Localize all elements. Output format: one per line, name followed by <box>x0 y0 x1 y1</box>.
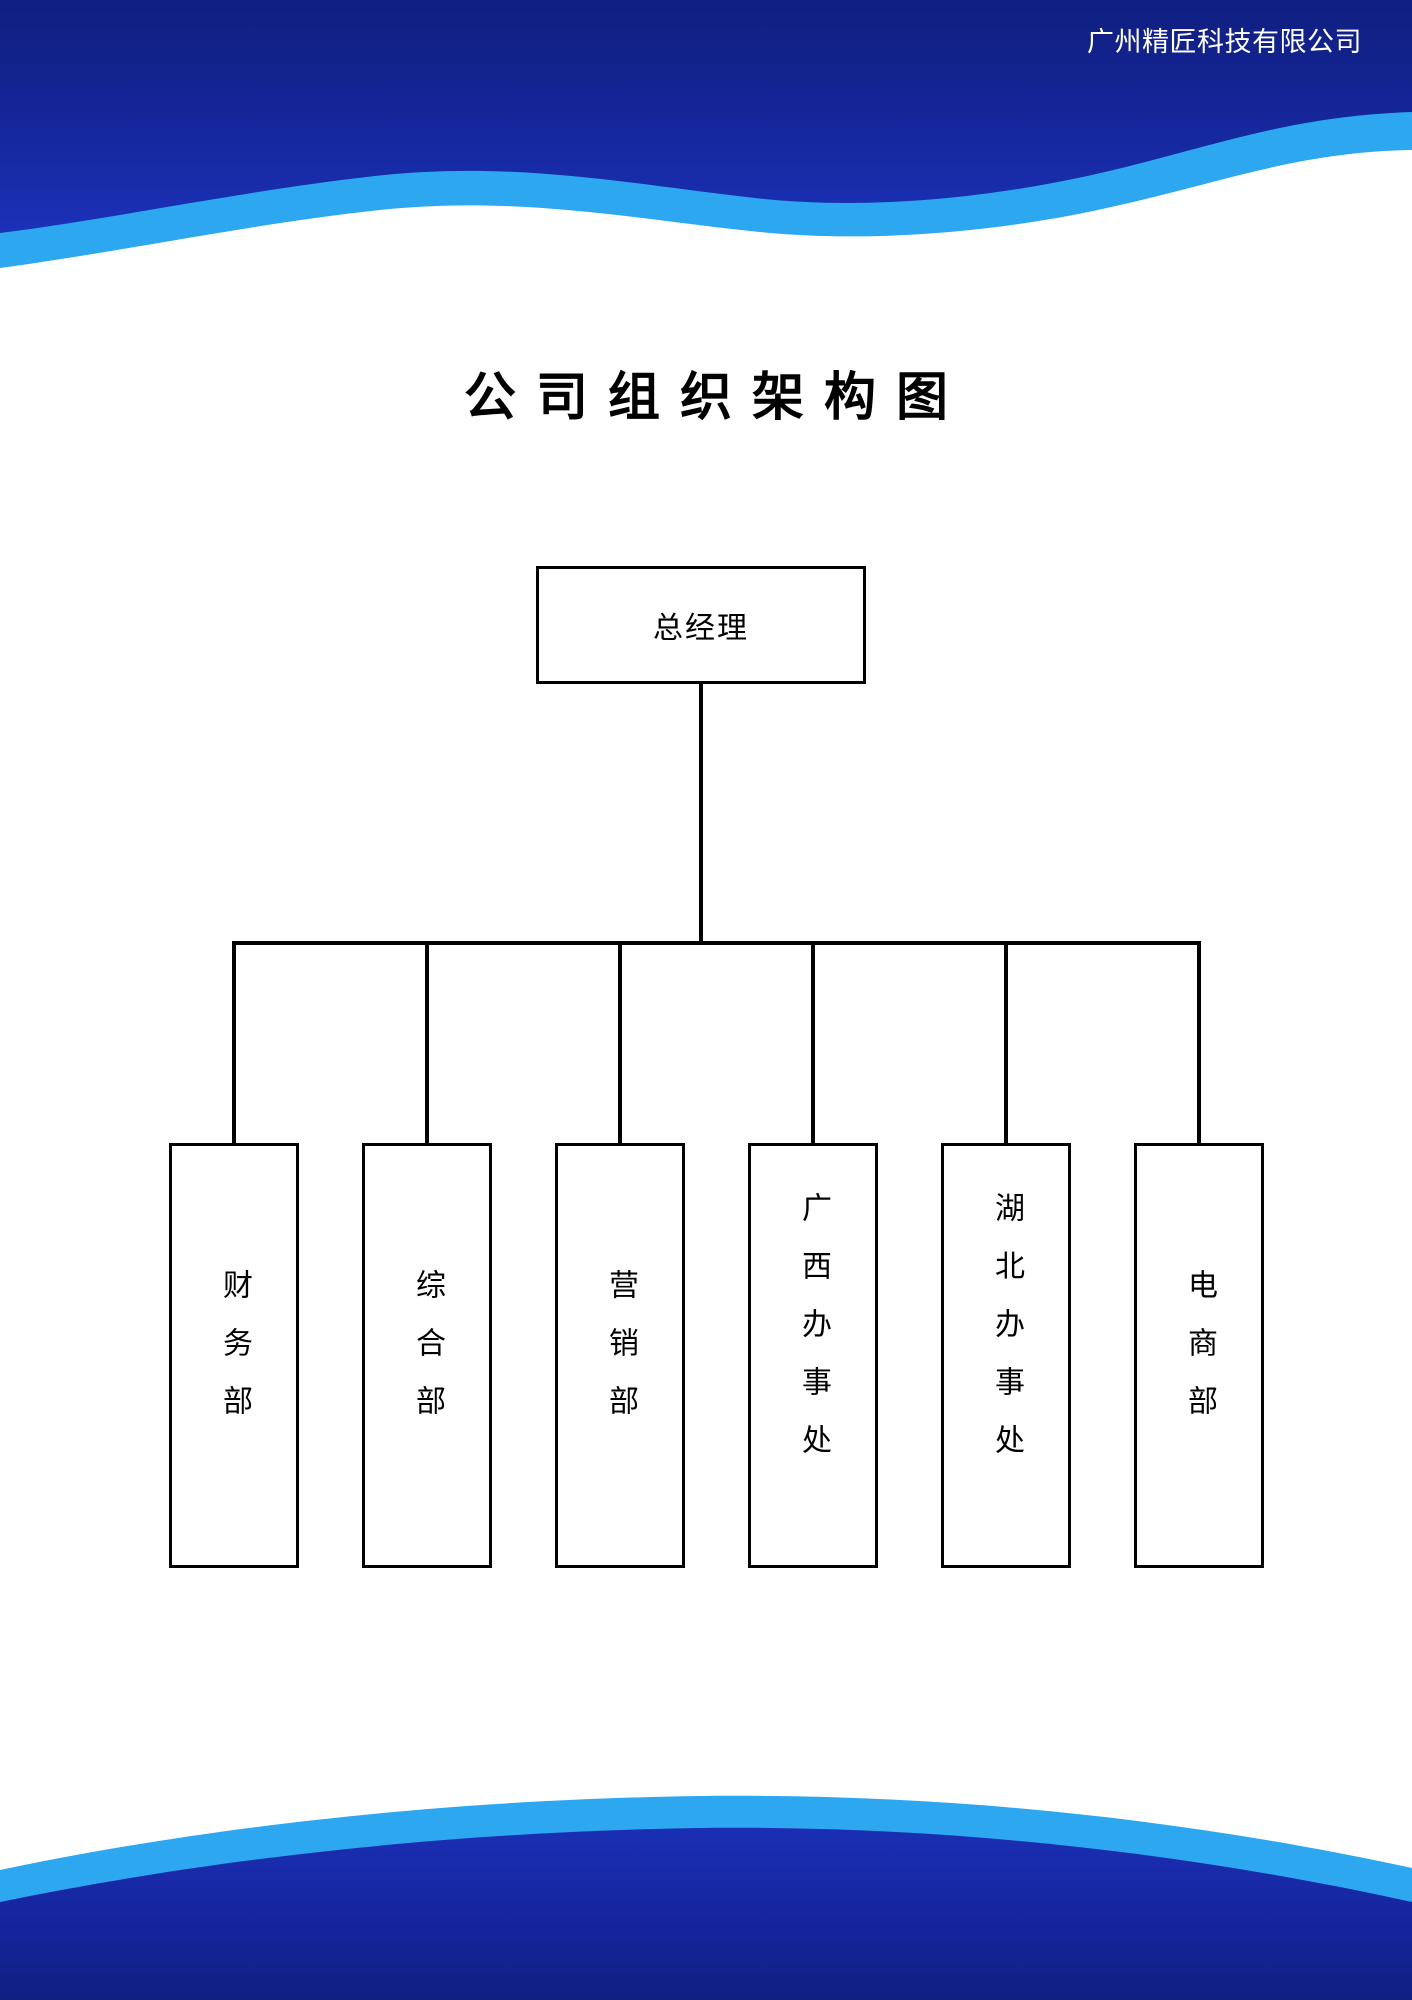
footer-decoration-band <box>0 1760 1412 2000</box>
header-wave-graphic <box>0 0 1412 268</box>
footer-wave-graphic <box>0 1795 1412 2000</box>
org-node-marketing[interactable]: 营销部 <box>555 1143 685 1568</box>
org-node-hubei-office[interactable]: 湖北办事处 <box>941 1143 1071 1568</box>
footer-dark-wave <box>0 1827 1412 2000</box>
connector-drop-line-5 <box>1004 941 1008 1143</box>
connector-drop-line-3 <box>618 941 622 1143</box>
org-node-label: 广西办事处 <box>796 1192 831 1482</box>
org-node-guangxi-office[interactable]: 广西办事处 <box>748 1143 878 1568</box>
org-node-general-manager[interactable]: 总经理 <box>536 566 866 684</box>
org-node-label: 总经理 <box>653 611 749 646</box>
org-node-finance[interactable]: 财务部 <box>169 1143 299 1568</box>
header-decoration-band: 广州精匠科技有限公司 <box>0 0 1412 300</box>
connector-drop-line-1 <box>232 941 236 1143</box>
company-name-text: 广州精匠科技有限公司 <box>1087 27 1362 57</box>
org-node-general-affairs[interactable]: 综合部 <box>362 1143 492 1568</box>
org-node-label: 财务部 <box>217 1268 252 1443</box>
org-node-ecommerce[interactable]: 电商部 <box>1134 1143 1264 1568</box>
header-dark-wave <box>0 0 1412 233</box>
connector-drop-line-2 <box>425 941 429 1143</box>
org-node-label: 营销部 <box>603 1268 638 1443</box>
connector-horizontal-bus <box>232 941 1200 945</box>
org-node-label: 综合部 <box>410 1268 445 1443</box>
page-title: 公司组织架构图 <box>463 368 968 428</box>
org-node-label: 电商部 <box>1182 1268 1217 1443</box>
connector-drop-line-6 <box>1197 941 1201 1143</box>
connector-trunk-line <box>699 684 703 944</box>
org-node-label: 湖北办事处 <box>989 1192 1024 1482</box>
connector-drop-line-4 <box>811 941 815 1143</box>
